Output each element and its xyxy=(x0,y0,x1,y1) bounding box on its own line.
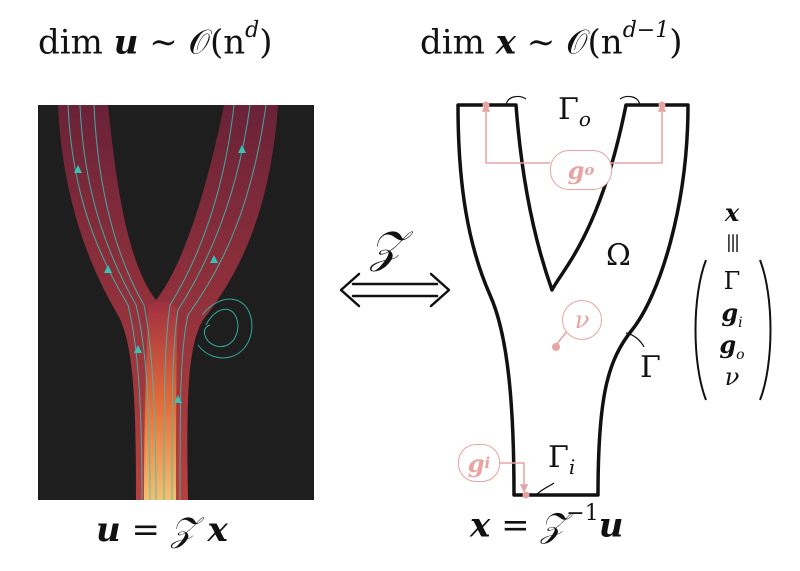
vector-parens xyxy=(694,259,772,401)
domain-geometry xyxy=(456,95,690,499)
double-arrow-icon xyxy=(339,272,451,308)
map-symbol: 𝒵 xyxy=(370,222,404,273)
vector-equiv: ||| xyxy=(725,232,740,253)
left-equation: u = 𝒵 x xyxy=(96,510,228,550)
vector-head: x xyxy=(724,198,740,227)
right-equation: x = 𝒵−1u xyxy=(470,501,624,546)
gamma-i-leader xyxy=(535,482,555,496)
omega-label: Ω xyxy=(606,238,631,273)
gamma-leader xyxy=(625,332,645,348)
gamma-o-leaders xyxy=(505,95,641,106)
gamma-i-label: Γi xyxy=(548,440,576,479)
nu-badge: ν xyxy=(562,300,602,340)
vector-item-g-o: go xyxy=(719,330,745,363)
vector-item-g-i: gi xyxy=(721,298,743,331)
inlet-point xyxy=(522,491,530,499)
outlet-right-point xyxy=(658,101,666,109)
outlet-left-point xyxy=(482,101,490,109)
flow-core xyxy=(144,301,178,500)
vector-item-nu: ν xyxy=(724,363,740,391)
vector-item-gamma: Γ xyxy=(723,267,741,295)
nu-point xyxy=(552,343,560,351)
flow-channel xyxy=(58,105,278,500)
streamline-arrows xyxy=(74,145,246,403)
gamma-o-label: Γo xyxy=(558,92,591,131)
flow-field-image xyxy=(38,105,314,500)
streamlines xyxy=(67,105,267,500)
gamma-label: Γ xyxy=(640,350,661,385)
domain-boundary xyxy=(456,103,690,497)
right-title: dim x ∼ 𝒪(nd−1) xyxy=(420,18,683,63)
left-title: dim u ∼ 𝒪(nd) xyxy=(38,18,273,63)
g-i-connector xyxy=(500,462,529,493)
